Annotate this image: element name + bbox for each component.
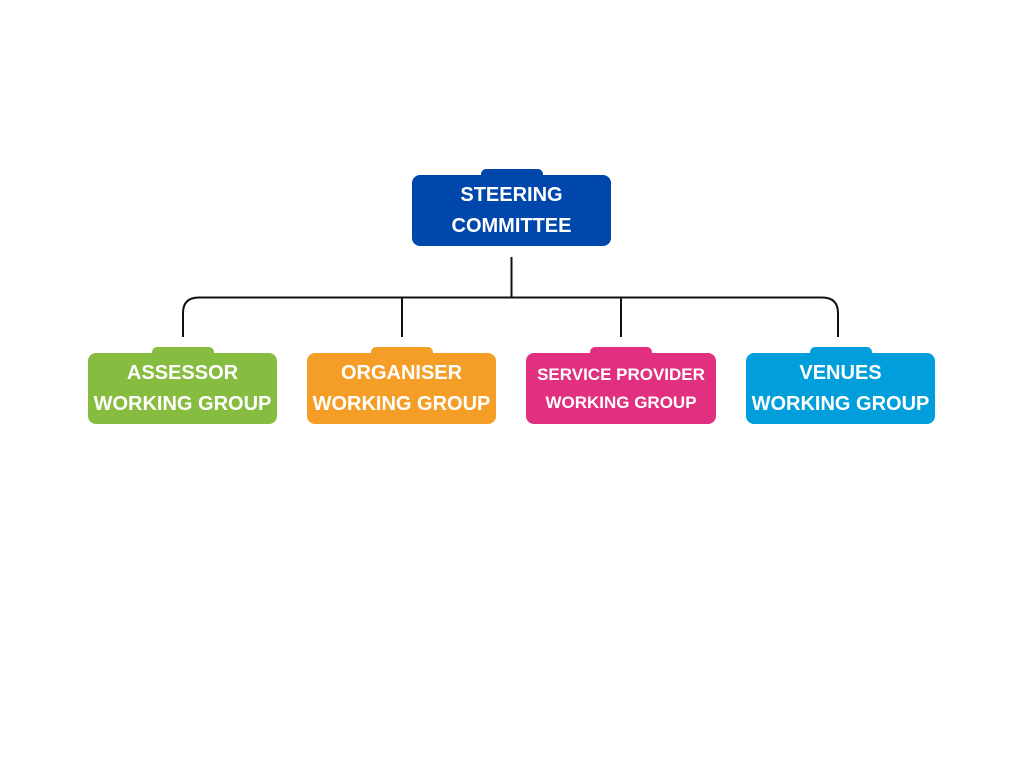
node-label-line2: WORKING GROUP xyxy=(545,392,697,412)
node-tab xyxy=(151,347,214,357)
node-label-line1: SERVICE PROVIDER xyxy=(537,364,705,384)
node-tab xyxy=(370,347,433,357)
organiser-working-group-node: ORGANISER WORKING GROUP xyxy=(307,347,496,424)
node-label-line2: WORKING GROUP xyxy=(312,392,491,415)
node-label-line1: ASSESSOR xyxy=(126,361,239,384)
node-label-line1: VENUES xyxy=(799,361,882,384)
node-tab xyxy=(809,347,872,357)
assessor-working-group-node: ASSESSOR WORKING GROUP xyxy=(88,347,277,424)
node-label-line2: WORKING GROUP xyxy=(93,392,272,415)
node-tab xyxy=(480,169,543,179)
node-label-line1: ORGANISER xyxy=(340,361,463,384)
service-provider-working-group-node: SERVICE PROVIDER WORKING GROUP xyxy=(526,347,716,424)
node-label-line2: COMMITTEE xyxy=(451,214,572,237)
node-label-line2: WORKING GROUP xyxy=(751,392,930,415)
venues-working-group-node: VENUES WORKING GROUP xyxy=(746,347,935,424)
node-tab xyxy=(590,347,652,357)
steering-committee-node: STEERING COMMITTEE xyxy=(412,169,611,246)
node-label-line1: STEERING xyxy=(460,183,563,206)
